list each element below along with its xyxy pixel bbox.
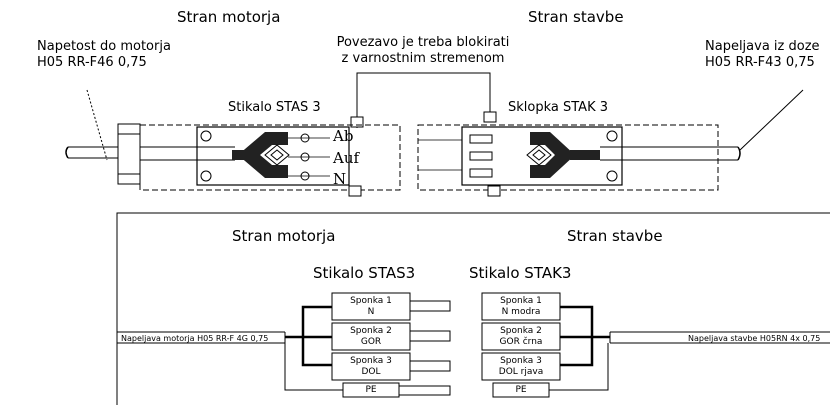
motor-supply-label-2: H05 RR-F46 0,75 [37,55,147,70]
stak3-terminal-3-function: DOL rjava [498,367,544,377]
stas3-label: Stikalo STAS 3 [228,100,321,115]
stak3-terminal-2-function: GOR črna [499,337,543,347]
position-auf-label: Auf [333,149,360,167]
stas3-terminal-3-function: DOL [361,367,381,377]
schematic-frame [116,212,830,405]
stak3-terminal-1-name: Sponka 1 [500,296,542,306]
stak3-terminal-3-name: Sponka 3 [500,356,542,366]
stas3-terminal-1 [331,292,411,321]
motor-cable-label: Napeljava motorja H05 RR-F 4G 0,75 [121,334,269,343]
stak3-schematic-title: Stikalo STAK3 [469,264,572,282]
stas3-terminal-2-name: Sponka 2 [350,326,392,336]
building-cable-right [718,146,741,161]
building-cable-schematic [609,331,830,344]
position-n-label: N [333,170,347,188]
bottom-side-building-heading: Stran stavbe [567,227,663,245]
motor-supply-leader [86,89,108,161]
stas3-pins [398,300,451,396]
stas3-terminal-1-name: Sponka 1 [350,296,392,306]
top-side-building-heading: Stran stavbe [528,8,624,26]
stas3-terminal-3 [331,352,411,381]
safety-bracket [356,72,491,128]
stas3-terminal-2-function: GOR [360,337,382,347]
stak3-housing [417,124,719,197]
stas3-wiring [284,305,343,391]
stas3-terminal-1-function: N [367,307,375,317]
building-supply-label-1: Napeljava iz doze [705,39,820,54]
stak3-terminal-2-name: Sponka 2 [500,326,542,336]
stas3-schematic-title: Stikalo STAS3 [313,264,416,282]
stas3-terminal-2 [331,322,411,351]
bracket-screw-right [483,111,497,123]
stak3-terminal-2 [481,322,561,351]
building-supply-label-2: H05 RR-F43 0,75 [705,55,815,70]
lock-note-line-1: Povezavo je treba blokirati [336,35,510,50]
building-supply-leader [739,89,804,151]
lock-note-line-2: z varnostnim stremenom [341,51,505,66]
motor-cable-gland [117,123,141,185]
stas3-terminal-3-name: Sponka 3 [350,356,392,366]
stak3-terminal-1 [481,292,561,321]
stak3-label: Sklopka STAK 3 [508,100,609,115]
stas3-housing [139,124,401,197]
stak3-terminal-1-function: N modra [501,307,541,317]
position-ab-label: Ab [333,127,354,145]
stak3-terminal-pe-name: PE [515,385,527,395]
building-cable-label: Napeljava stavbe H05RN 4x 0,75 [688,334,821,343]
motor-supply-label-1: Napetost do motorja [37,39,171,54]
bracket-screw-left [350,116,364,128]
stak3-terminal-3 [481,352,561,381]
motor-cable-left [65,146,118,159]
bottom-side-motor-heading: Stran motorja [232,227,336,245]
stak3-wiring [549,305,610,391]
stas3-terminal-pe-name: PE [365,385,377,395]
top-side-motor-heading: Stran motorja [177,8,281,26]
